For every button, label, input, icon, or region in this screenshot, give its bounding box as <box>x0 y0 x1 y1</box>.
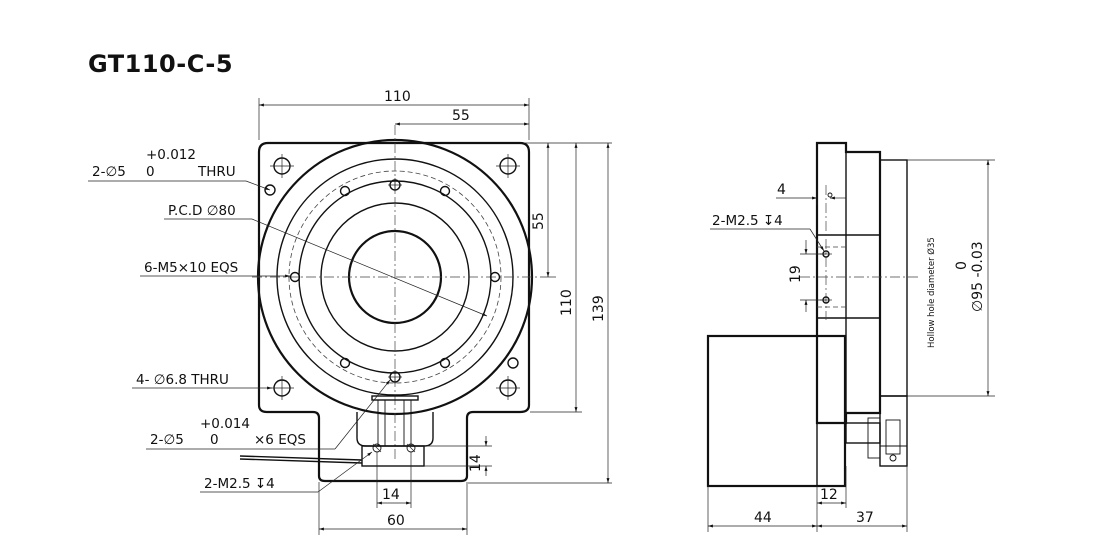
callout-diam-tol-top: 0 <box>954 261 970 270</box>
callout-pin2-hole: 2-∅5 <box>150 432 184 448</box>
dim-60: 60 <box>387 513 405 529</box>
callout-hollow: Hollow hole diameter Ø35 <box>926 237 937 348</box>
callout-tapped: 6-M5×10 EQS <box>144 260 238 276</box>
mount-holes <box>264 154 520 400</box>
side-plate <box>879 159 908 397</box>
callout-pin-thru: THRU <box>197 164 236 180</box>
callout-pin-hole: 2-∅5 <box>92 164 126 180</box>
dim-44: 44 <box>754 510 772 526</box>
callout-pcd: P.C.D ∅80 <box>168 203 236 219</box>
page-title: GT110-C-5 <box>88 50 234 78</box>
dim-110-height: 110 <box>559 289 575 316</box>
front-plate-outline <box>257 141 531 483</box>
front-view: 110 55 55 110 139 14 14 60 <box>88 89 612 535</box>
callout-m25-side: 2-M2.5 ↧4 <box>712 213 783 229</box>
dim-55-half: 55 <box>452 108 470 124</box>
callout-pin-tol-bottom: 0 <box>146 164 155 180</box>
dim-110-width: 110 <box>384 89 411 105</box>
dim-37: 37 <box>856 510 874 526</box>
callout-diam: ∅95 -0.03 <box>970 241 986 312</box>
dim-55-right: 55 <box>531 212 547 230</box>
callout-pin2-tol-top: +0.014 <box>200 416 250 432</box>
dim-19: 19 <box>788 265 804 283</box>
callout-pin2-eqs: ×6 EQS <box>254 432 306 448</box>
callout-pin2-tol-bottom: 0 <box>210 432 219 448</box>
dim-12: 12 <box>820 487 838 503</box>
side-motor <box>706 334 847 488</box>
callout-mount-holes: 4- ∅6.8 THRU <box>136 372 229 388</box>
callout-m25-front: 2-M2.5 ↧4 <box>204 476 275 492</box>
dim-14-vertical: 14 <box>468 454 484 472</box>
dim-139-height: 139 <box>591 295 607 322</box>
pin-holes <box>388 178 402 384</box>
side-body <box>815 141 882 425</box>
dim-4: 4 <box>777 182 786 198</box>
tapped-holes <box>289 185 501 369</box>
side-view: 4 2-M2.5 ↧4 19 Hollow hole diameter Ø35 … <box>706 141 995 532</box>
callout-pin-tol-top: +0.012 <box>146 147 196 163</box>
connector-block <box>239 395 434 467</box>
dim-14-horizontal: 14 <box>382 487 400 503</box>
